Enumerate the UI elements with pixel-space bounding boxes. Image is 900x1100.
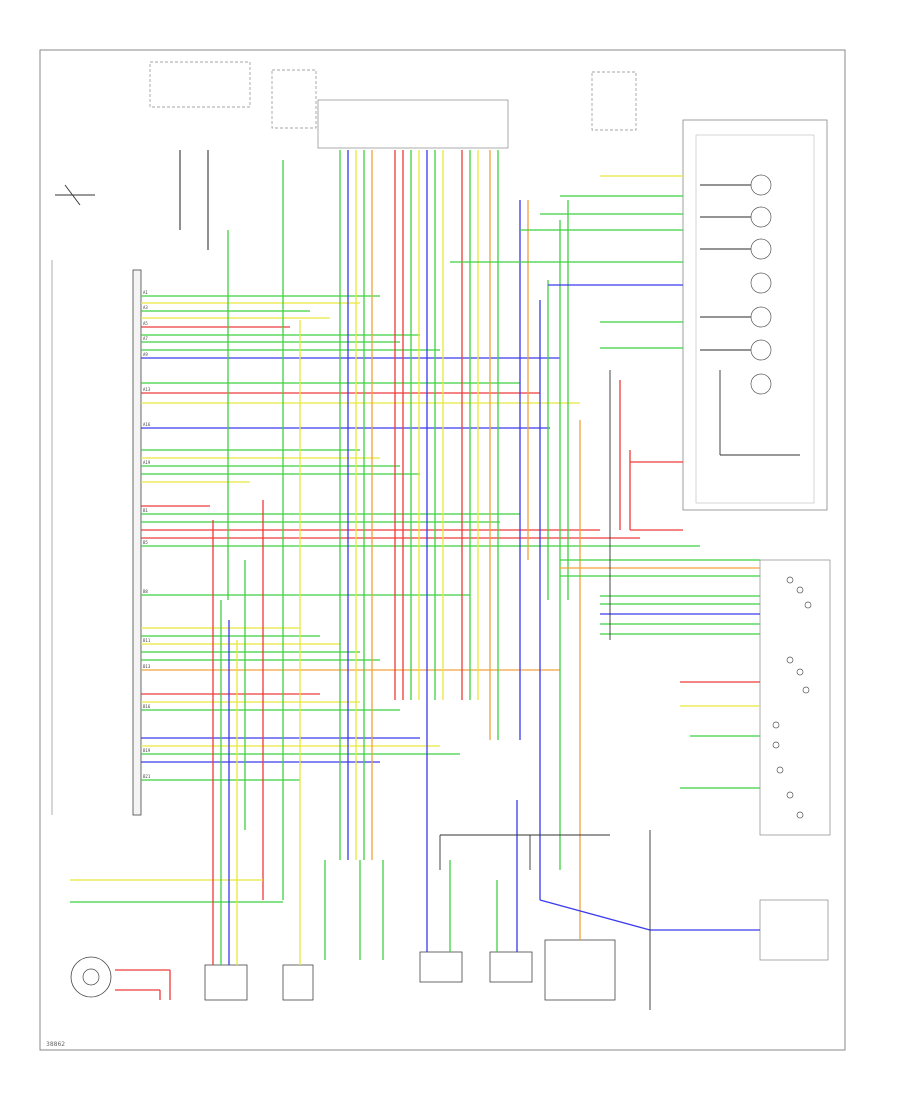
component-solenoid-a <box>204 964 248 1001</box>
component-countershaft-sensor <box>489 951 533 983</box>
svg-text:B1: B1 <box>143 508 148 513</box>
svg-text:A19: A19 <box>143 460 151 465</box>
shift-switch-frame <box>759 559 831 836</box>
gauge-assembly-inner <box>695 134 815 504</box>
svg-text:B13: B13 <box>143 664 151 669</box>
svg-text:B16: B16 <box>143 704 151 709</box>
footer-code: 38862 <box>46 1041 65 1048</box>
diagram-border <box>39 49 846 1051</box>
svg-text:B8: B8 <box>143 589 148 594</box>
svg-text:A1: A1 <box>143 290 148 295</box>
gauge-indicators <box>750 174 772 395</box>
pcm-connector <box>132 269 142 816</box>
component-sensor-b <box>282 964 314 1001</box>
svg-text:A13: A13 <box>143 387 151 392</box>
lower-sensor-wires <box>70 800 760 1000</box>
main-relay-box <box>317 99 509 149</box>
fuse-box-center <box>271 69 317 129</box>
svg-text:B21: B21 <box>143 774 151 779</box>
shift-switch-wires <box>560 559 760 789</box>
gauge-assembly <box>682 119 828 511</box>
vertical-wires <box>179 150 631 940</box>
svg-text:A9: A9 <box>143 352 148 357</box>
svg-text:A7: A7 <box>143 336 148 341</box>
fuse-box-right <box>591 71 637 131</box>
component-speed-sensor <box>544 939 616 1001</box>
svg-text:A3: A3 <box>143 305 148 310</box>
svg-text:B11: B11 <box>143 638 151 643</box>
svg-text:A5: A5 <box>143 321 148 326</box>
ground-lines <box>55 184 800 1010</box>
gauge-wires <box>450 175 751 531</box>
svg-text:A16: A16 <box>143 422 151 427</box>
component-range-switch <box>70 956 112 998</box>
component-range-switch-core <box>82 968 100 986</box>
component-mainshaft-sensor <box>419 951 463 983</box>
svg-text:B19: B19 <box>143 748 151 753</box>
pcm-wires <box>141 295 700 781</box>
svg-text:B5: B5 <box>143 540 148 545</box>
shift-switch-contacts <box>772 576 812 819</box>
fuse-box-left <box>149 61 251 108</box>
ground-distribution-box <box>759 899 829 961</box>
